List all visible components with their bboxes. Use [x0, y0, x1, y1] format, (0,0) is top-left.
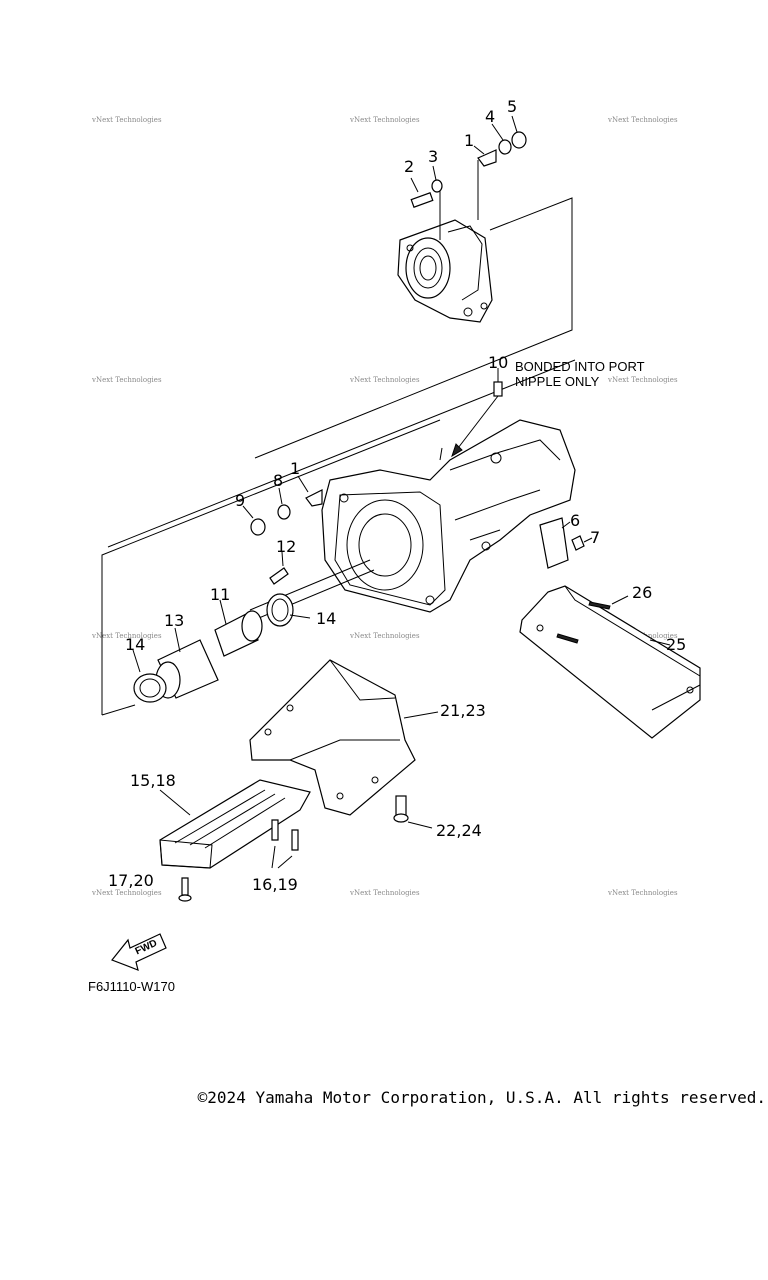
callout-2: 2 [404, 157, 414, 176]
grate-15-18 [159, 779, 311, 869]
callout-10: 10 [488, 353, 508, 372]
top-fasteners [410, 115, 527, 208]
callout-16-19: 16,19 [252, 875, 298, 894]
watermark: vNext Technologies [349, 116, 420, 124]
pad-6 [539, 517, 593, 569]
watermark: vNext Technologies [91, 632, 162, 640]
watermark: vNext Technologies [91, 116, 162, 124]
callout-6: 6 [570, 511, 580, 530]
callout-7: 7 [590, 528, 600, 547]
callout-8: 8 [273, 471, 283, 490]
callout-1b: 1 [290, 459, 300, 478]
watermark: vNext Technologies [91, 376, 162, 384]
watermark: vNext Technologies [349, 632, 420, 640]
watermark: vNext Technologies [607, 116, 678, 124]
screw-17-20 [178, 877, 192, 902]
callout-25: 25 [666, 635, 686, 654]
copyright-notice: ©2024 Yamaha Motor Corporation, U.S.A. A… [197, 1088, 766, 1107]
callout-14a: 14 [125, 635, 145, 654]
sleeve-13 [132, 627, 219, 703]
bolt-22-24 [393, 795, 433, 829]
diagram-code: F6J1110-W170 [88, 979, 175, 994]
callout-17-20: 17,20 [108, 871, 154, 890]
bracket-21-23 [249, 659, 439, 816]
callout-5: 5 [507, 97, 517, 116]
watermark: vNext Technologies [607, 376, 678, 384]
callout-26: 26 [632, 583, 652, 602]
pump-housing [321, 419, 576, 613]
fwd-arrow-icon: FWD [111, 933, 167, 971]
callout-14b: 14 [316, 609, 336, 628]
watermark: vNext Technologies [349, 889, 420, 897]
bracket-25 [519, 585, 701, 739]
note-line-1: BONDED INTO PORT [515, 359, 645, 374]
callout-9: 9 [235, 491, 245, 510]
callout-21-23: 21,23 [440, 701, 486, 720]
screws-16-19 [271, 819, 299, 869]
watermark: vNext Technologies [607, 889, 678, 897]
callout-15-18: 15,18 [130, 771, 176, 790]
callout-12: 12 [276, 537, 296, 556]
bearing-housing [397, 160, 493, 323]
watermark: vNext Technologies [349, 376, 420, 384]
callout-11: 11 [210, 585, 230, 604]
screw-12 [269, 551, 289, 585]
coupling-11 [214, 593, 311, 657]
callouts: 1 2 3 4 5 10 1 8 9 12 6 7 11 13 14 14 26… [108, 97, 686, 894]
bolt-10 [451, 368, 503, 458]
callout-4: 4 [485, 107, 495, 126]
callout-3: 3 [428, 147, 438, 166]
callout-22-24: 22,24 [436, 821, 482, 840]
callout-13: 13 [164, 611, 184, 630]
watermarks: vNext Technologies vNext Technologies vN… [91, 116, 678, 897]
watermark: vNext Technologies [91, 889, 162, 897]
note-line-2: NIPPLE ONLY [515, 374, 600, 389]
callout-1a: 1 [464, 131, 474, 150]
middle-fasteners [242, 475, 323, 536]
